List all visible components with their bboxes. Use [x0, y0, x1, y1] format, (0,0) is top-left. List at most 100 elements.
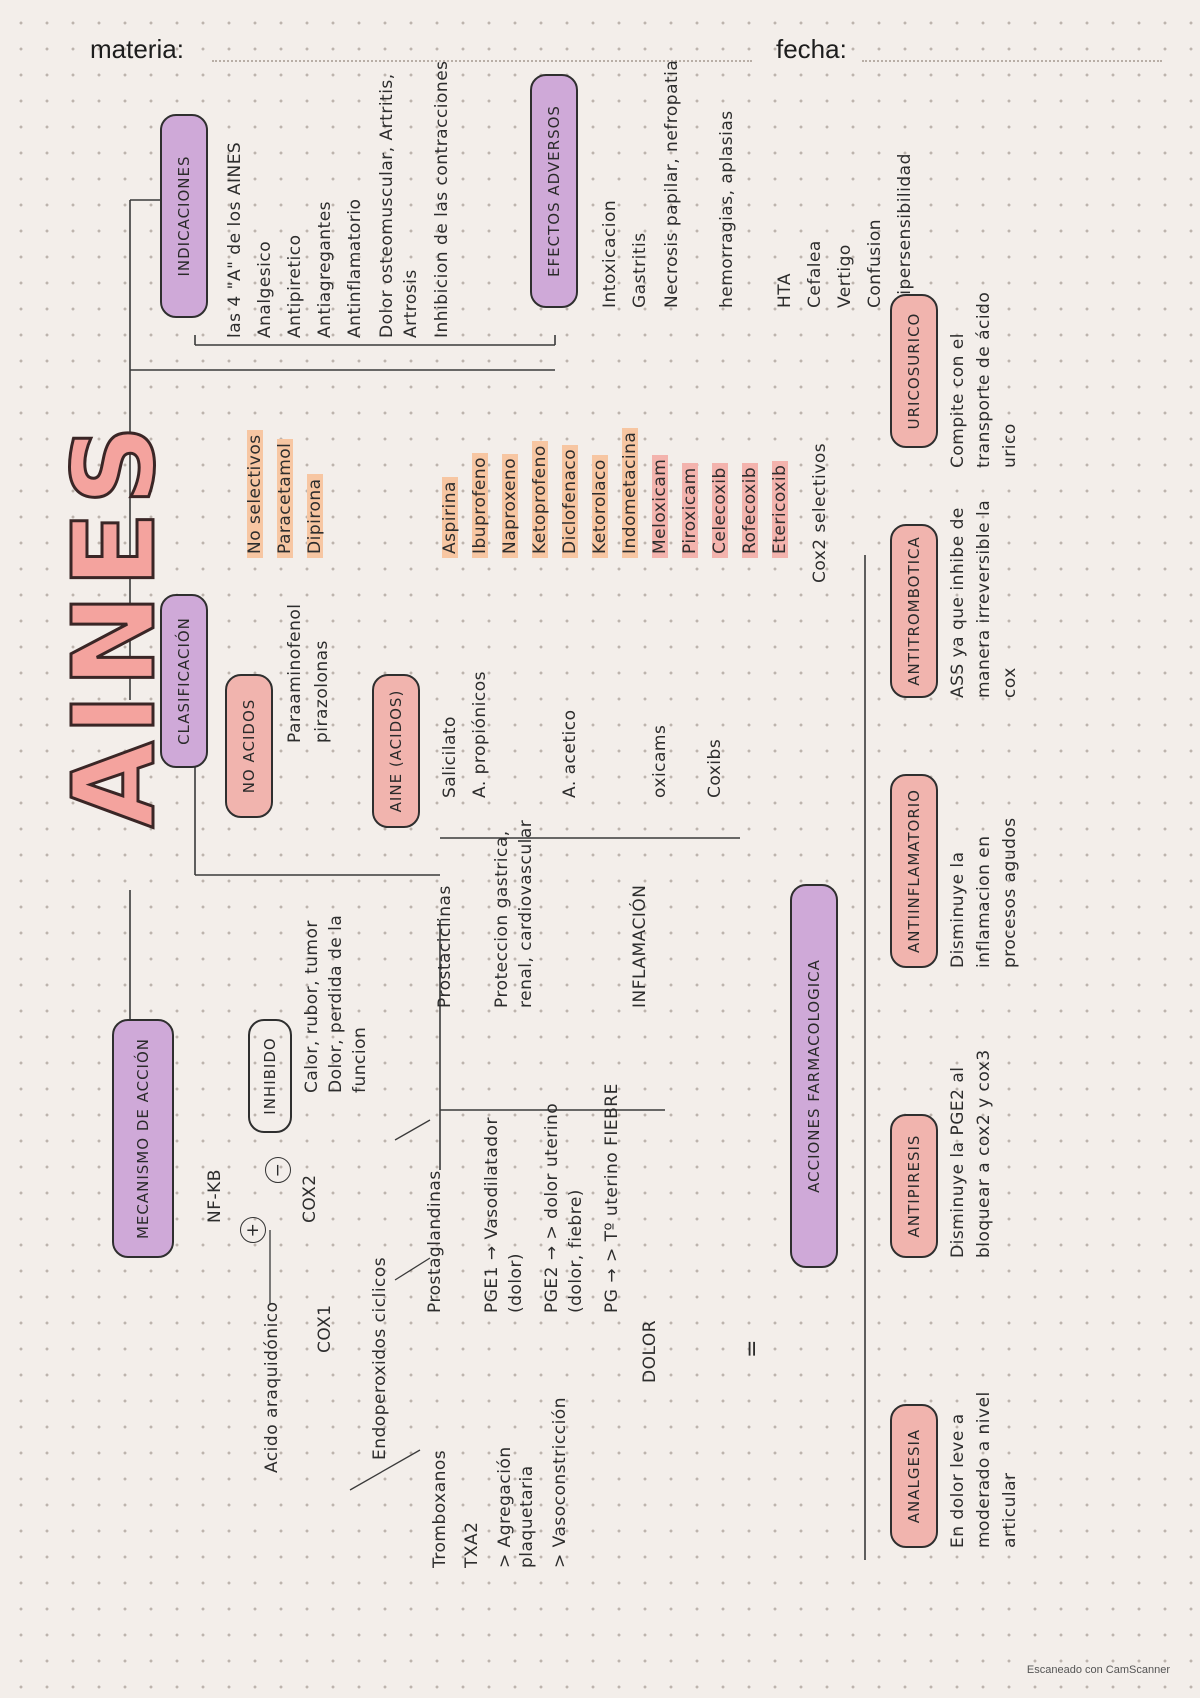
drug-item: Meloxicam — [650, 454, 670, 558]
connector-line — [349, 1449, 421, 1491]
connector-line — [394, 1257, 431, 1281]
drug-item: Aspirina — [440, 477, 460, 558]
tromboxanos-text: Tromboxanos — [430, 1449, 450, 1568]
inhibido-box[interactable]: INHIBIDO — [248, 1019, 292, 1133]
acciones-box[interactable]: ACCIONES FARMACOLOGICA — [790, 884, 838, 1268]
efecto-item: Necrosis papilar, nefropatia — [662, 59, 682, 308]
drug-item: Etericoxib — [770, 460, 790, 558]
group-coxibs: Coxibs — [705, 738, 725, 798]
cox1-text: COX1 — [315, 1304, 335, 1353]
fecha-line — [862, 60, 1162, 62]
no-acidos-box[interactable]: NO ACIDOS — [225, 674, 273, 818]
antitrombotica-box[interactable]: ANTITROMBOTICA — [890, 524, 938, 698]
paracetamol-text: Paracetamol — [275, 438, 295, 558]
connector-line — [394, 1119, 431, 1141]
analgesia-box[interactable]: ANALGESIA — [890, 1404, 938, 1548]
drug-item: Ketoprofeno — [530, 441, 550, 558]
txa2-text: TXA2 — [462, 1521, 482, 1568]
antiinflamatorio-box[interactable]: ANTIINFLAMATORIO — [890, 774, 938, 968]
aine-acidos-label: AINE (ACIDOS) — [387, 689, 405, 813]
indicacion-item: Dolor osteomuscular, Artritis, Artrosis — [377, 73, 421, 338]
drug-item: Indometacina — [620, 427, 640, 558]
antitrombotica-label: ANTITROMBOTICA — [905, 536, 923, 686]
plus-circle: + — [240, 1217, 266, 1243]
efecto-item: HTA — [775, 273, 795, 308]
analgesia-text: En dolor leve a moderado a nivel articul… — [948, 1391, 1020, 1548]
drug-item: Naproxeno — [500, 453, 520, 558]
dolor-text: DOLOR — [640, 1319, 660, 1383]
antipiresis-text: Disminuye la PGE2 al bloquear a cox2 y c… — [948, 1049, 994, 1258]
endoperoxidos-text: Endoperoxidos ciclicos — [370, 1256, 390, 1460]
efecto-item: Vertigo — [835, 244, 855, 308]
analgesia-label: ANALGESIA — [905, 1428, 923, 1524]
scanner-watermark: Escaneado con CamScanner — [1026, 1664, 1170, 1676]
vaso-text: > Vasoconstricción — [550, 1397, 570, 1568]
pge2-text: PGE2 → > dolor uterino (dolor, fiebre) — [542, 1102, 586, 1313]
indicaciones-box[interactable]: INDICACIONES — [160, 114, 208, 318]
indicaciones-intro: las 4 "A" de los AINES — [225, 141, 245, 338]
group-salicilato: Salicilato — [440, 716, 460, 798]
efectos-box[interactable]: EFECTOS ADVERSOS — [530, 74, 578, 308]
drug-item: Ketorolaco — [590, 455, 610, 558]
paraaminofenol-text: Paraaminofenol — [285, 603, 305, 743]
nfkb-text: NF-KB — [205, 1169, 225, 1223]
efecto-item: Gastritis — [630, 232, 650, 308]
mecanismo-label: MECANISMO DE ACCIÓN — [134, 1037, 152, 1240]
no-selectivos-text: No selectivos — [245, 430, 265, 558]
clasificacion-box[interactable]: CLASIFICACIÓN — [160, 594, 208, 768]
antitrombotica-text: ASS ya que inhibe de manera irreversible… — [948, 499, 1020, 698]
materia-label: materia: — [90, 34, 184, 64]
uricosurico-text: Compite con el transporte de ácido urico — [948, 291, 1020, 468]
prostaglandinas-text: Prostaglandinas — [425, 1170, 445, 1313]
proteccion-text: Proteccion gastrica, renal, cardiovascul… — [492, 819, 536, 1008]
indicacion-item: Antiagregantes — [315, 200, 335, 338]
pirazolonas-text: pirazolonas — [312, 640, 332, 743]
drug-item: Celecoxib — [710, 463, 730, 558]
group-acetico: A. acetico — [560, 709, 580, 799]
materia-line — [212, 60, 752, 62]
no-acidos-label: NO ACIDOS — [240, 698, 258, 794]
signos-text: Calor, rubor, tumor Dolor, perdida de la… — [302, 914, 370, 1093]
clasificacion-label: CLASIFICACIÓN — [175, 617, 193, 745]
minus-circle: − — [265, 1157, 291, 1183]
indicacion-item: Inhibicion de las contracciones — [432, 60, 452, 338]
uricosurico-label: URICOSURICO — [905, 312, 923, 430]
cox2-selectivos-text: Cox2 selectivos — [810, 442, 830, 583]
mecanismo-box[interactable]: MECANISMO DE ACCIÓN — [112, 1019, 174, 1258]
indicacion-item: Analgesico — [255, 240, 275, 338]
antiinflamatorio-text: Disminuye la inflamacion en procesos agu… — [948, 817, 1020, 968]
efecto-item: Hipersensibilidad — [895, 153, 915, 308]
fecha-label: fecha: — [776, 34, 847, 64]
group-propionicos: A. propiónicos — [470, 671, 490, 798]
drug-item: Piroxicam — [680, 463, 700, 558]
efectos-label: EFECTOS ADVERSOS — [545, 105, 563, 277]
efecto-item: hemorragias, aplasias — [717, 110, 737, 308]
prostaciclinas-text: Prostaciclinas — [435, 885, 455, 1008]
acido-text: Acido araquidónico — [262, 1301, 282, 1473]
dipirona-text: Dipirona — [305, 474, 325, 558]
equals-sign: = — [740, 1339, 765, 1358]
efecto-item: Cefalea — [805, 240, 825, 308]
inflamacion-text: INFLAMACIÓN — [630, 884, 650, 1008]
indicaciones-label: INDICACIONES — [175, 155, 193, 277]
indicacion-item: Antipiretico — [285, 234, 305, 338]
drug-item: Rofecoxib — [740, 462, 760, 558]
pg-text: PG → > Tº uterino FIEBRE — [602, 1083, 622, 1313]
aine-acidos-box[interactable]: AINE (ACIDOS) — [372, 674, 420, 828]
antipiresis-label: ANTIPIRESIS — [905, 1134, 923, 1238]
antipiresis-box[interactable]: ANTIPIRESIS — [890, 1114, 938, 1258]
efecto-item: Intoxicacion — [600, 199, 620, 308]
agregacion-text: > Agregación plaquetaria — [495, 1446, 537, 1568]
group-oxicams: oxicams — [650, 724, 670, 798]
uricosurico-box[interactable]: URICOSURICO — [890, 294, 938, 448]
cox2-text: COX2 — [300, 1174, 320, 1223]
indicacion-item: Antinflamatorio — [345, 198, 365, 338]
drug-item: Ibuprofeno — [470, 452, 490, 558]
acciones-label: ACCIONES FARMACOLOGICA — [805, 959, 823, 1193]
pge1-text: PGE1 → Vasodilatador (dolor) — [482, 1117, 526, 1313]
drug-item: Diclofenaco — [560, 444, 580, 558]
efecto-item: Confusion — [865, 218, 885, 308]
inhibido-label: INHIBIDO — [261, 1037, 279, 1115]
